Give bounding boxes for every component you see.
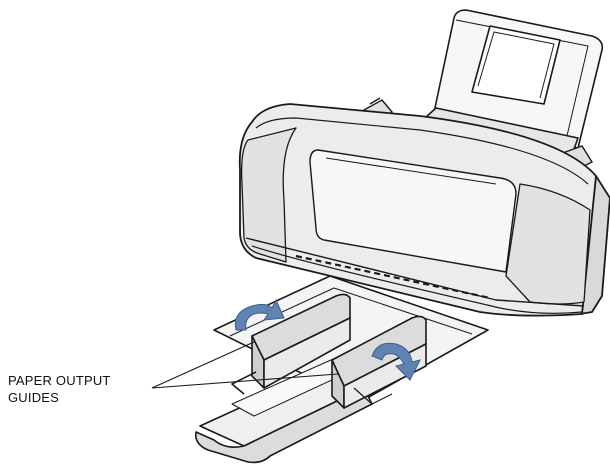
printer-body: [238, 103, 610, 317]
paper-support: [413, 9, 604, 161]
callout-label: PAPER OUTPUT GUIDES: [8, 372, 111, 406]
curved-arrow-icon: [234, 298, 285, 331]
paper-output-guide-left: [231, 293, 351, 395]
callout-leader-lines: [151, 341, 339, 389]
output-tray: [194, 275, 489, 464]
callout-line-2: GUIDES: [8, 390, 60, 405]
callout-line-1: PAPER OUTPUT: [8, 373, 111, 388]
curved-arrow-icon: [371, 342, 421, 381]
